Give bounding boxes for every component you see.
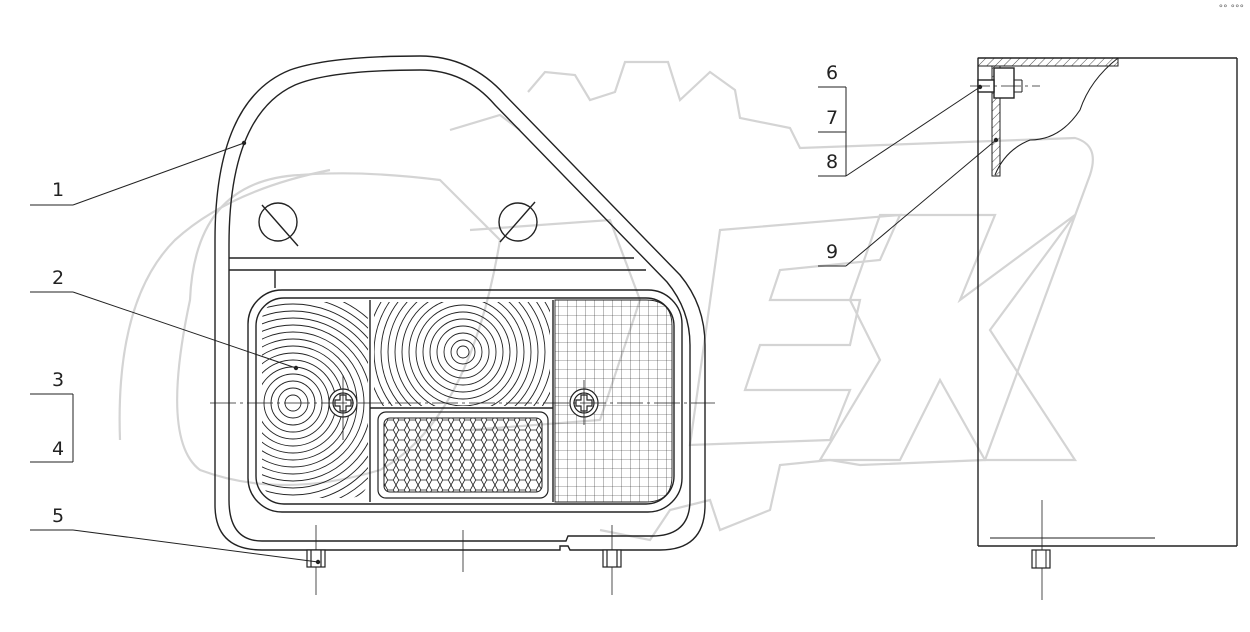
lamp-side-view — [970, 57, 1238, 600]
callout-9: 9 — [826, 241, 838, 263]
callout-7: 7 — [826, 107, 838, 129]
callout-5: 5 — [52, 505, 64, 527]
callout-4: 4 — [52, 438, 64, 460]
leader-lines — [30, 86, 997, 563]
watermark-logo — [118, 60, 1094, 542]
callout-6: 6 — [826, 62, 838, 84]
lens-right-grid — [554, 299, 673, 503]
center-lines — [210, 375, 715, 595]
lens-middle-rings — [374, 302, 550, 406]
mounting-studs — [306, 549, 622, 568]
callout-labels: 1 2 3 4 5 6 7 8 9 — [52, 62, 838, 527]
callout-3: 3 — [52, 369, 64, 391]
leader-dots — [241, 84, 999, 565]
reflector-honeycomb — [377, 411, 549, 499]
callout-2: 2 — [52, 267, 64, 289]
callout-8: 8 — [826, 151, 838, 173]
corner-mark: °° °°° — [1218, 4, 1244, 14]
callout-1: 1 — [52, 179, 64, 201]
lamp-front-view — [214, 55, 706, 551]
